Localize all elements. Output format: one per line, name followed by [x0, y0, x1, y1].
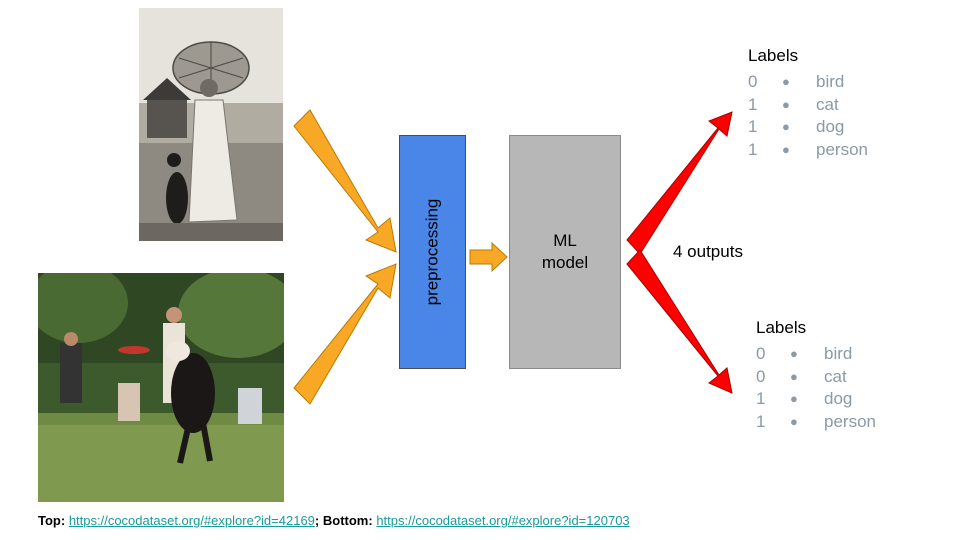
- bullet-icon: ●: [782, 119, 790, 134]
- bullet-icon: ●: [790, 391, 798, 406]
- label-row: 1 ● cat: [748, 94, 868, 117]
- label-row: 0 ● bird: [756, 343, 876, 366]
- label-value: 1: [748, 117, 758, 136]
- output-arrow-top: [626, 111, 733, 255]
- labels-bottom: Labels 0 ● bird 0 ● cat 1 ● dog 1 ● pers…: [756, 318, 876, 433]
- label-row: 1 ● dog: [748, 116, 868, 139]
- label-row: 0 ● bird: [748, 71, 868, 94]
- caption-top-prefix: Top:: [38, 513, 66, 528]
- outputs-label: 4 outputs: [673, 242, 743, 261]
- label-value: 1: [748, 94, 758, 114]
- bullet-icon: ●: [782, 74, 790, 89]
- label-value: 0: [756, 366, 766, 386]
- preprocessing-to-model-arrow: [469, 241, 508, 273]
- caption-separator: ;: [314, 513, 320, 528]
- label-name: dog: [824, 389, 853, 408]
- caption-bottom-link[interactable]: https://cocodataset.org/#explore?id=1207…: [376, 513, 630, 528]
- output-arrow-bottom: [626, 249, 733, 394]
- label-row: 1 ● person: [748, 139, 868, 162]
- label-name: person: [824, 411, 876, 431]
- image-source-caption: Top: https://cocodataset.org/#explore?id…: [38, 513, 630, 528]
- label-value: 0: [748, 72, 758, 91]
- label-name: bird: [824, 344, 853, 363]
- bullet-icon: ●: [790, 413, 798, 429]
- caption-bottom-prefix: Bottom:: [322, 513, 373, 528]
- bullet-icon: ●: [790, 368, 798, 384]
- ml-model-label-line-1: ML: [553, 231, 577, 250]
- ml-model-label-line-2: model: [541, 253, 589, 272]
- labels-title: Labels: [748, 46, 799, 65]
- top-input-photo: [139, 8, 283, 241]
- preprocessing-label: preprocessing: [422, 198, 442, 306]
- label-value: 1: [756, 411, 766, 431]
- label-name: bird: [816, 72, 845, 91]
- input-arrow-bottom: [293, 263, 397, 405]
- label-value: 1: [756, 389, 766, 408]
- caption-top-link[interactable]: https://cocodataset.org/#explore?id=4216…: [68, 513, 315, 528]
- label-name: cat: [816, 94, 839, 114]
- labels-top: Labels 0 ● bird 1 ● cat 1 ● dog 1 ● pers…: [748, 46, 868, 161]
- bullet-icon: ●: [790, 346, 798, 361]
- bottom-input-photo: [38, 273, 284, 502]
- preprocessing-box: preprocessing: [399, 135, 466, 369]
- label-row: 1 ● person: [756, 411, 876, 434]
- ml-model-box: ML model: [509, 135, 621, 369]
- bullet-icon: ●: [782, 96, 790, 112]
- label-row: 1 ● dog: [756, 388, 876, 411]
- bullet-icon: ●: [782, 141, 790, 157]
- input-arrow-top: [293, 109, 397, 253]
- label-name: person: [816, 139, 868, 159]
- label-value: 1: [748, 139, 758, 159]
- label-row: 0 ● cat: [756, 366, 876, 389]
- label-name: cat: [824, 366, 847, 386]
- labels-title: Labels: [756, 318, 807, 337]
- ml-model-label: ML model: [542, 230, 588, 274]
- label-name: dog: [816, 117, 845, 136]
- label-value: 0: [756, 344, 766, 363]
